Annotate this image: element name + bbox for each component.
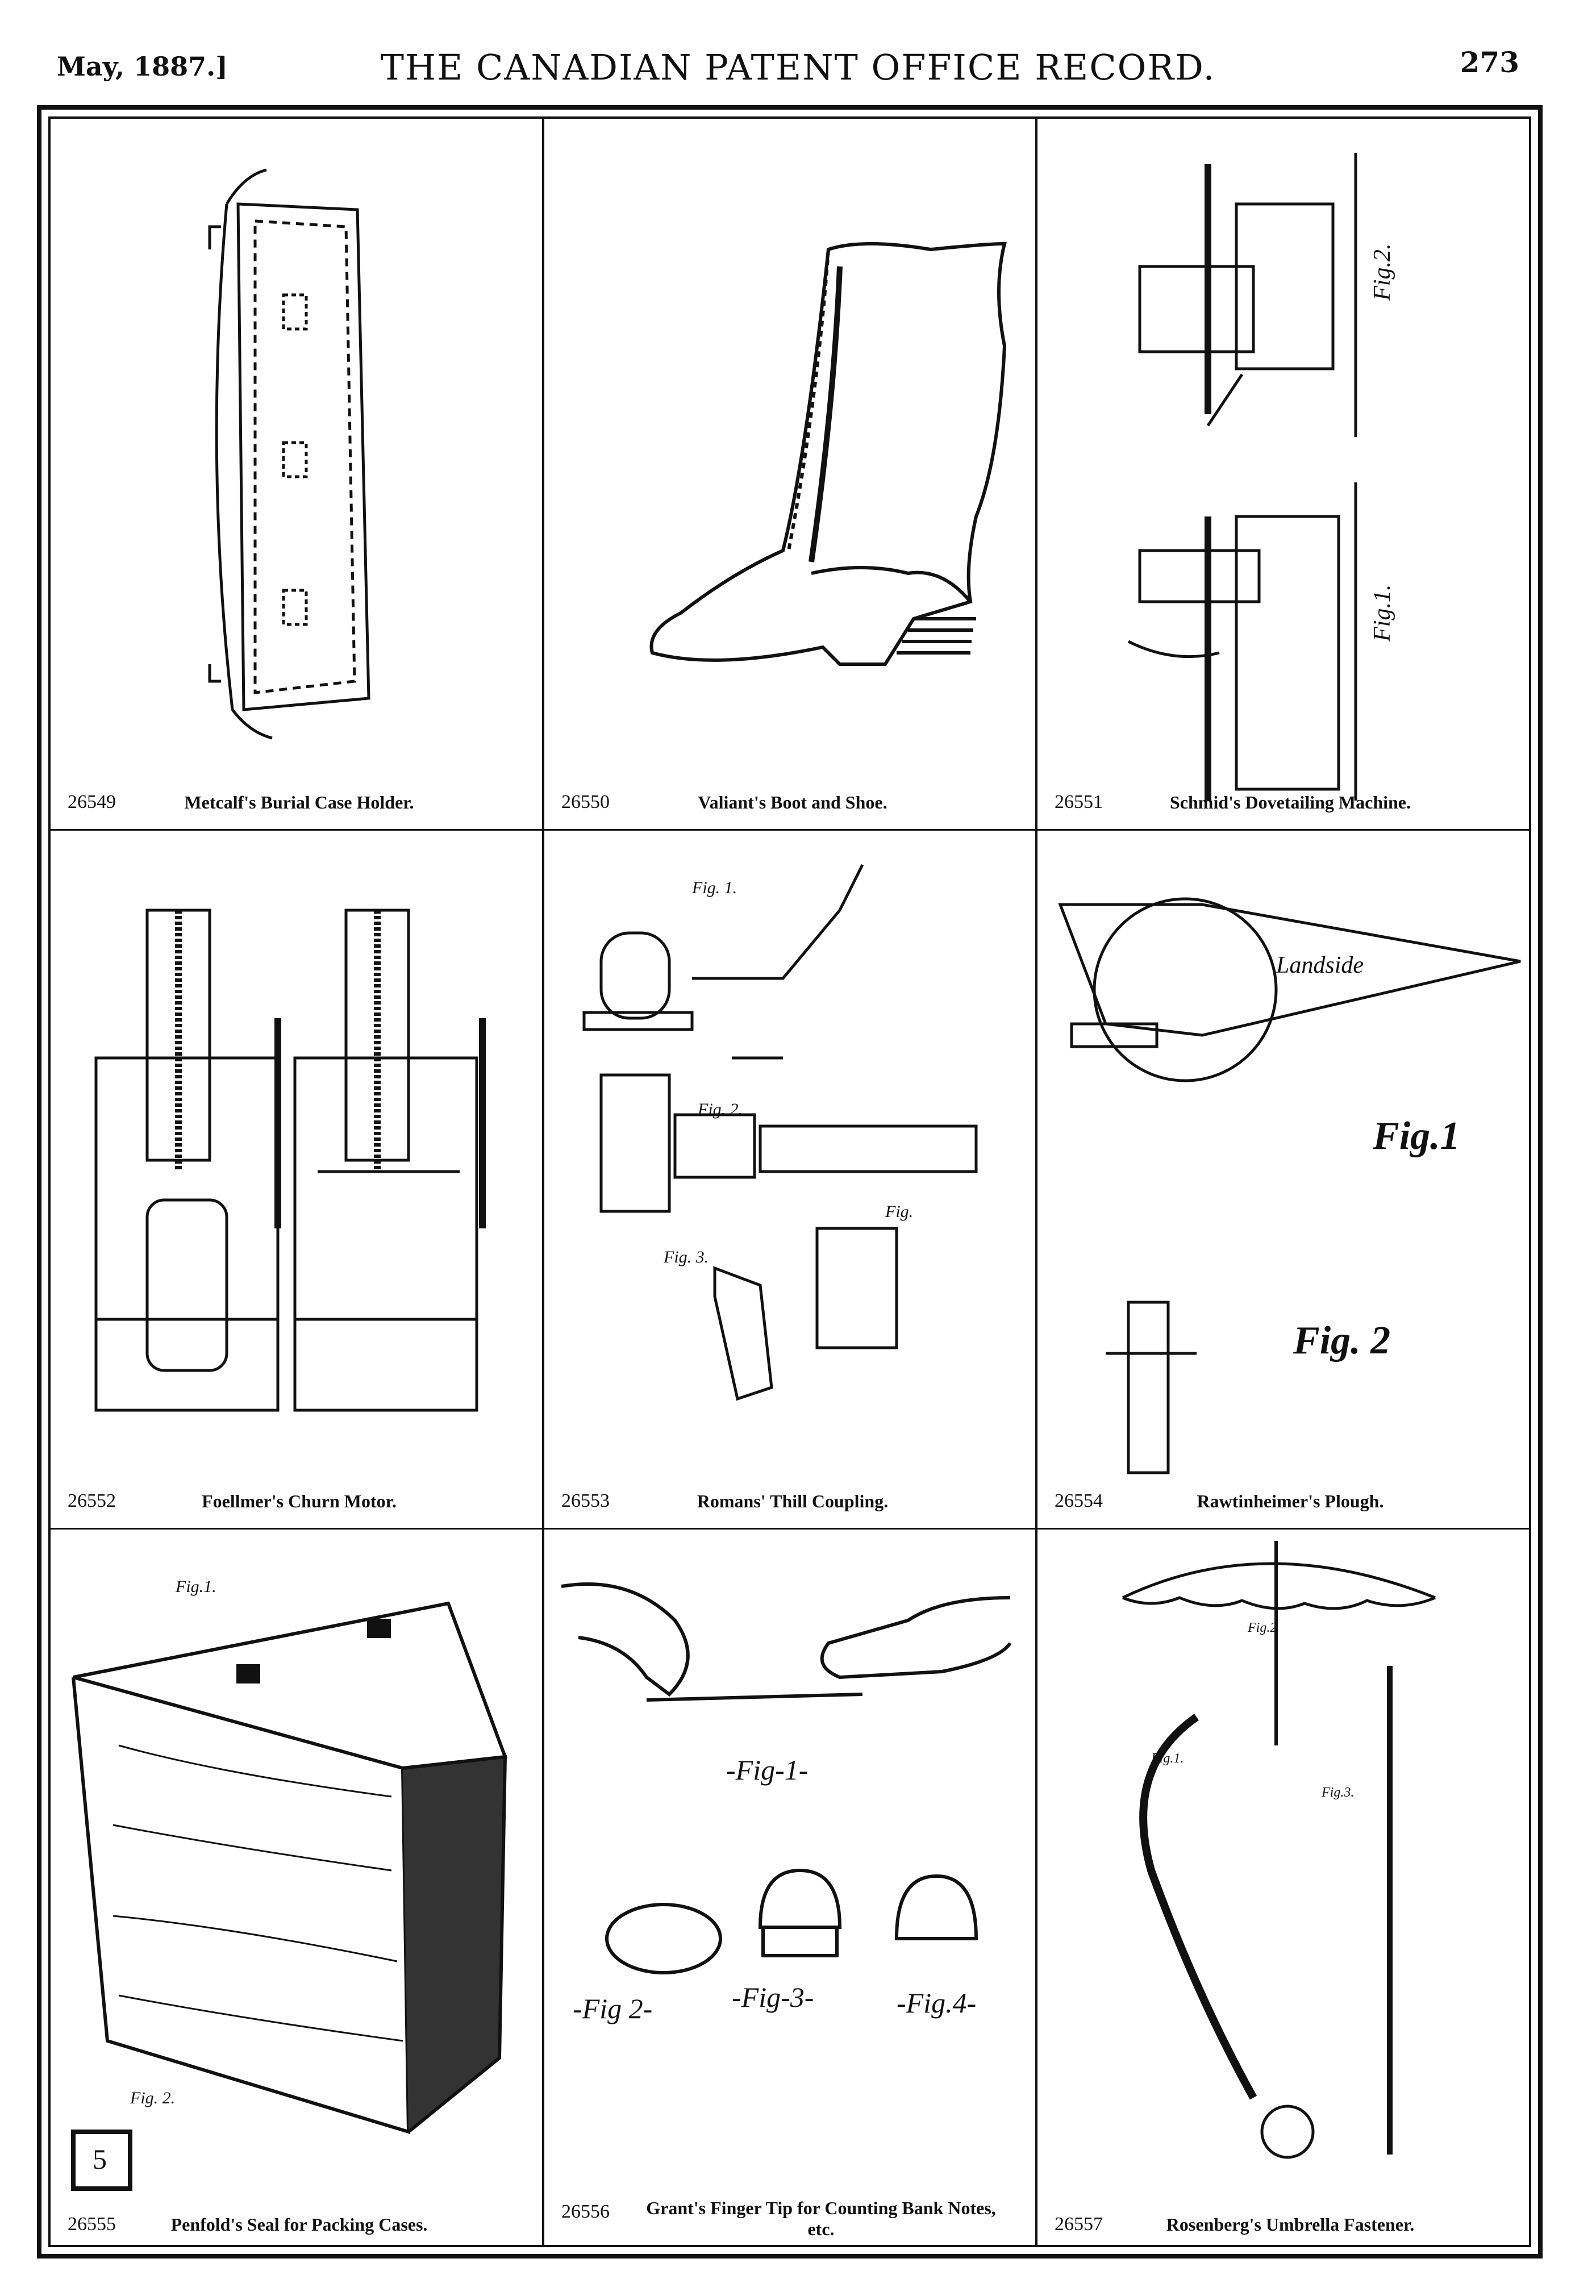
figure-label: Fig.3. — [1321, 1785, 1354, 1800]
patent-title: Schmid's Dovetailing Machine. — [1169, 792, 1411, 812]
patent-title: Metcalf's Burial Case Holder. — [184, 792, 414, 812]
figure-label: Fig.2 — [1247, 1620, 1277, 1635]
figure-label: Fig. 3. — [663, 1248, 709, 1266]
boot-drawing — [649, 241, 1007, 666]
patent-number: 26552 — [68, 1490, 116, 1511]
patent-number: 26551 — [1055, 791, 1103, 812]
figure-label: -Fig-1- — [726, 1754, 808, 1786]
patent-number: 26554 — [1055, 1490, 1103, 1511]
patent-number: 26556 — [561, 2201, 610, 2222]
figure-label: Fig.1. — [1369, 585, 1395, 642]
patent-number: 26557 — [1055, 2214, 1103, 2235]
patent-cell-26557: Fig.2 Fig.1. Fig.3. 26557 Rosenberg's Um… — [1037, 1530, 1537, 2251]
seal-number: 5 — [93, 2143, 107, 2175]
figure-label: Landside — [1276, 952, 1364, 978]
patent-number: 26550 — [561, 791, 610, 812]
patent-cell-26550: 26550 Valiant's Boot and Shoe. — [544, 119, 1035, 829]
publication-title: THE CANADIAN PATENT OFFICE RECORD. — [380, 47, 1216, 88]
umbrella-fastener-drawing: Fig.2 Fig.1. Fig.3. — [1122, 1541, 1436, 2159]
row-divider — [51, 1528, 1529, 1530]
thill-coupling-drawing: Fig. 1. Fig. 2. Fig. 3. Fig. — [582, 864, 978, 1401]
figure-label: -Fig 2- — [573, 1993, 652, 2024]
column-divider — [1035, 119, 1037, 2245]
figure-label: Fig.1. — [1151, 1751, 1184, 1766]
patent-cell-26554: Landside Fig.1 Fig. 2 26554 Rawtinheimer… — [1037, 831, 1537, 1528]
figure-label: Fig.1 — [1372, 1114, 1460, 1158]
patent-title: Rawtinheimer's Plough. — [1197, 1491, 1384, 1511]
patent-cell-26549: 26549 Metcalf's Burial Case Holder. — [51, 119, 542, 829]
burial-case-holder-drawing — [208, 168, 370, 740]
finger-tip-drawing: -Fig-1- -Fig 2- -Fig-3- -Fig.4- — [561, 1582, 1012, 2024]
patent-number: 26553 — [561, 1490, 610, 1511]
patent-title: Grant's Finger Tip for Counting Bank Not… — [646, 2198, 996, 2239]
column-divider — [542, 119, 544, 2245]
page-number: 273 — [1460, 45, 1519, 79]
page-header: May, 1887.] THE CANADIAN PATENT OFFICE R… — [0, 40, 1596, 108]
plough-drawing: Landside Fig.1 Fig. 2 — [1058, 897, 1521, 1474]
plate-inner-border: 26549 Metcalf's Burial Case Holder. 2655… — [48, 116, 1531, 2247]
patent-title: Valiant's Boot and Shoe. — [698, 792, 887, 812]
row-divider — [51, 829, 1529, 831]
issue-date: May, 1887.] — [57, 51, 228, 82]
dovetailing-machine-drawing: Fig.2. Fig.1. — [1127, 153, 1395, 801]
figure-label: Fig. 1. — [691, 878, 737, 897]
figure-label: Fig. 2. — [697, 1100, 743, 1119]
patent-title: Romans' Thill Coupling. — [697, 1491, 889, 1511]
figure-label: Fig.2. — [1369, 244, 1395, 301]
figure-label: -Fig-3- — [732, 1981, 814, 2013]
patent-cell-26551: Fig.2. Fig.1. 26551 Schmid's Dovetailing… — [1037, 119, 1537, 829]
patent-cell-26553: Fig. 1. Fig. 2. Fig. 3. Fig. 26553 Roman… — [544, 831, 1035, 1528]
patent-number: 26555 — [68, 2214, 116, 2235]
figure-label: Fig. 2 — [1293, 1319, 1390, 1362]
patent-title: Penfold's Seal for Packing Cases. — [170, 2214, 428, 2235]
churn-motor-drawing — [94, 909, 486, 1412]
packing-case-seal-drawing: Fig.1. Fig. 2. 5 — [71, 1577, 508, 2191]
figure-label: -Fig.4- — [897, 1987, 976, 2019]
figure-label: Fig. 2. — [130, 2089, 175, 2107]
patent-cell-26556: -Fig-1- -Fig 2- -Fig-3- -Fig.4- 26556 Gr… — [544, 1530, 1035, 2251]
figure-label: Fig. — [885, 1202, 913, 1221]
patent-cell-26552: 26552 Foellmer's Churn Motor. — [51, 831, 542, 1528]
patent-title: Rosenberg's Umbrella Fastener. — [1166, 2214, 1415, 2235]
patent-title: Foellmer's Churn Motor. — [202, 1491, 397, 1511]
patent-number: 26549 — [68, 791, 116, 812]
plate-frame: 26549 Metcalf's Burial Case Holder. 2655… — [37, 105, 1543, 2259]
patent-cell-26555: Fig.1. Fig. 2. 5 26555 Penfold's Seal fo… — [51, 1530, 542, 2251]
figure-label: Fig.1. — [175, 1577, 216, 1596]
